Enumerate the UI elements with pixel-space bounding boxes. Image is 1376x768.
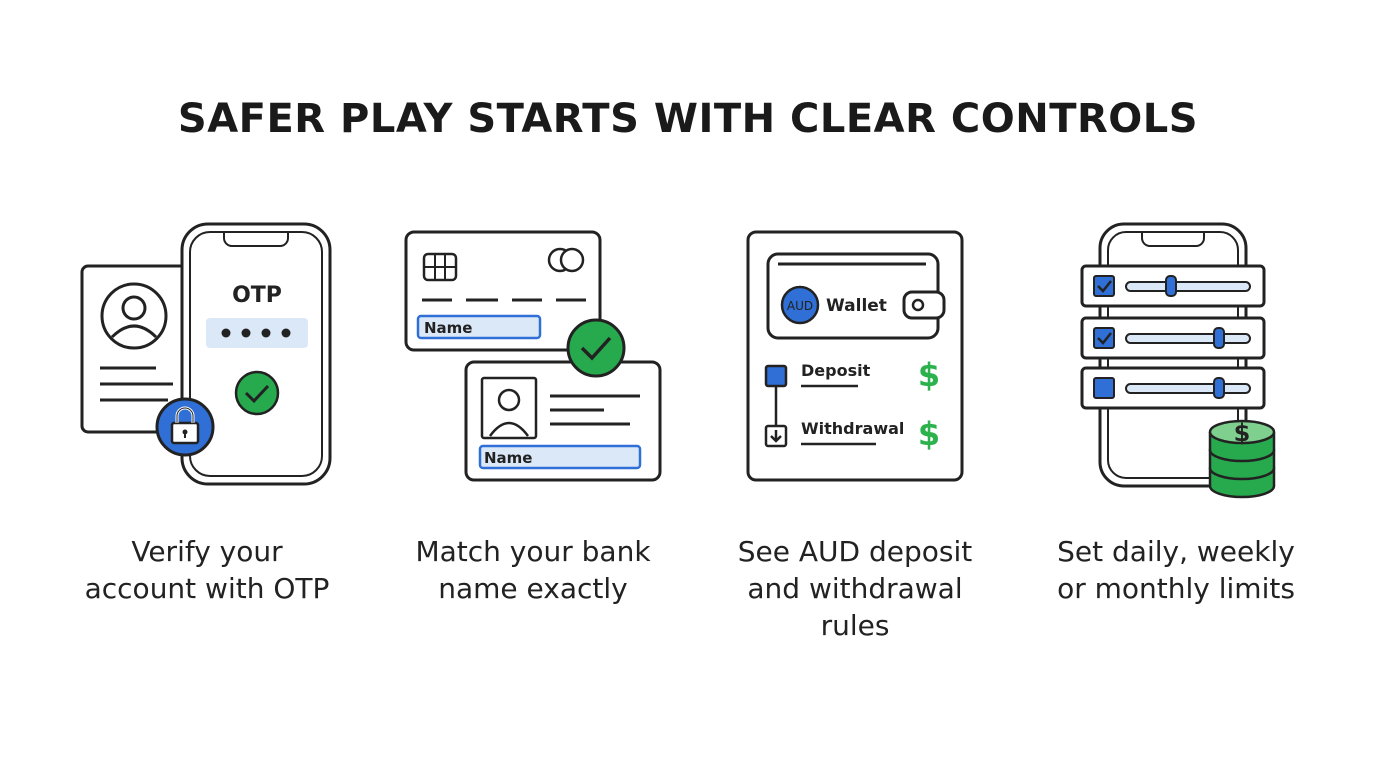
withdrawal-dollar-icon: $ bbox=[918, 415, 940, 453]
check-icon bbox=[566, 318, 626, 378]
page-title: SAFER PLAY STARTS WITH CLEAR CONTROLS bbox=[177, 96, 1199, 142]
caption-line: See AUD deposit bbox=[737, 535, 973, 568]
check-icon bbox=[234, 370, 280, 416]
card-name-label: Name bbox=[424, 319, 472, 337]
otp-label: OTP bbox=[232, 283, 282, 308]
caption-line: name exactly bbox=[438, 572, 628, 605]
caption-line: Set daily, weekly bbox=[1057, 535, 1295, 568]
aud-wallet-icon: AUD Wallet Deposit $ Withdrawal $ bbox=[746, 230, 966, 484]
limit-slider-weekly bbox=[1080, 316, 1266, 360]
lock-icon bbox=[155, 397, 215, 457]
arrow-down-icon bbox=[764, 424, 788, 448]
limit-slider-daily bbox=[1080, 264, 1266, 308]
aud-label: AUD bbox=[787, 299, 813, 313]
caption-line: account with OTP bbox=[84, 572, 330, 605]
deposit-label: Deposit bbox=[801, 361, 871, 380]
step-4-caption: Set daily, weekly or monthly limits bbox=[1026, 533, 1326, 607]
step-1-caption: Verify your account with OTP bbox=[57, 533, 357, 607]
chip-icon bbox=[422, 252, 458, 282]
otp-phone-id-icon: OTP bbox=[78, 220, 338, 490]
caption-line: rules bbox=[820, 609, 890, 642]
bank-name-match-icon: Name Name bbox=[404, 230, 666, 486]
deposit-dollar-icon: $ bbox=[918, 356, 940, 394]
coin-stack-icon bbox=[1208, 419, 1276, 499]
caption-line: Match your bank bbox=[415, 535, 651, 568]
limits-sliders-icon: $ bbox=[1080, 220, 1280, 504]
caption-line: and withdrawal bbox=[747, 572, 963, 605]
wallet-label: Wallet bbox=[826, 296, 887, 316]
limit-slider-monthly bbox=[1080, 366, 1266, 410]
id-name-label: Name bbox=[484, 449, 532, 467]
step-2-caption: Match your bank name exactly bbox=[383, 533, 683, 607]
coin-dollar-icon: $ bbox=[1234, 419, 1251, 447]
step-3-caption: See AUD deposit and withdrawal rules bbox=[705, 533, 1005, 644]
caption-line: or monthly limits bbox=[1057, 572, 1295, 605]
withdrawal-label: Withdrawal bbox=[801, 419, 904, 438]
caption-line: Verify your bbox=[131, 535, 283, 568]
